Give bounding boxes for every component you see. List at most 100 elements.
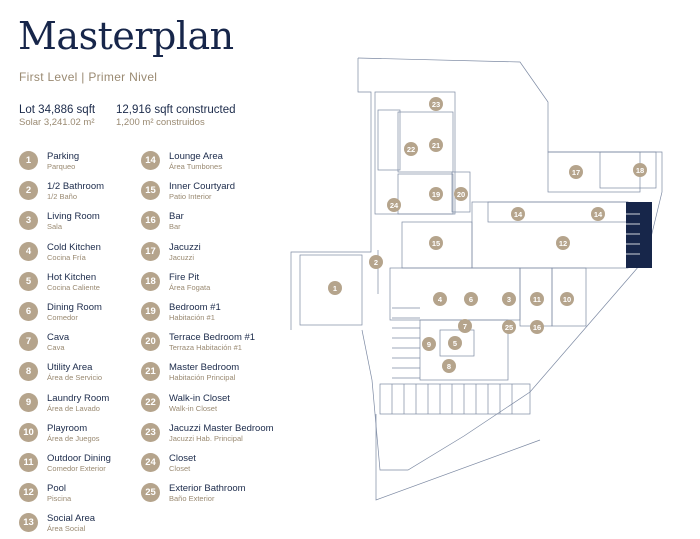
legend-label-en: Cava: [47, 332, 70, 344]
legend-label-en: Closet: [169, 453, 196, 464]
legend-label-en: Utility Area: [47, 362, 93, 374]
legend-label-es: Área Fogata: [169, 282, 211, 292]
legend-label-en: Master Bedroom: [169, 362, 240, 374]
plan-marker-label: 15: [432, 239, 440, 248]
plan-marker: 15: [429, 236, 443, 250]
plan-marker-label: 20: [457, 190, 465, 199]
legend-label-es: Cava: [47, 343, 65, 353]
fire-pit-area: [599, 151, 657, 189]
legend-number-badge: 15: [141, 181, 160, 201]
plan-marker: 5: [448, 336, 462, 350]
legend-number-badge: 1: [19, 151, 38, 170]
legend-label-en: Social Area: [47, 513, 96, 525]
legend-label-en: Dining Room: [47, 302, 102, 313]
plan-marker: 17: [569, 165, 583, 179]
plan-marker: 12: [556, 236, 570, 250]
legend-label-es: Habitación #1: [169, 313, 215, 322]
legend-label-en: Playroom: [47, 422, 88, 434]
plan-marker-label: 8: [447, 362, 451, 371]
plan-marker-label: 23: [432, 100, 440, 109]
plan-marker: 3: [502, 292, 516, 306]
legend-label-en: Bar: [169, 211, 184, 223]
legend-label-es: Patio Interior: [169, 192, 212, 202]
legend-label-en: Terrace Bedroom #1: [169, 332, 256, 344]
legend-number-badge: 12: [19, 483, 38, 503]
plan-marker: 2: [369, 255, 383, 269]
legend-label-es: Área de Servicio: [47, 373, 103, 383]
legend-label-en: Parking: [47, 151, 80, 162]
plan-marker: 24: [387, 198, 401, 212]
plan-marker-label: 21: [432, 141, 440, 150]
site-outline: [290, 58, 372, 330]
plan-marker-label: 6: [469, 295, 473, 304]
legend-label-en: Cold Kitchen: [47, 241, 101, 253]
legend-label-en: 1/2 Bathroom: [47, 181, 105, 193]
legend-label-es: 1/2 Baño: [47, 192, 78, 202]
plan-marker: 22: [404, 142, 418, 156]
legend-label-es: Comedor: [47, 313, 78, 322]
legend-label-es: Área de Lavado: [47, 403, 100, 413]
page-subtitle: First Level | Primer Nivel: [19, 70, 158, 84]
plan-marker: 8: [442, 359, 456, 373]
legend-number-badge: 19: [141, 302, 160, 321]
legend-label-es: Walk-in Closet: [169, 403, 218, 413]
plan-marker: 14: [591, 207, 605, 221]
legend-label-en: Inner Courtyard: [169, 181, 236, 193]
legend-number-badge: 8: [19, 362, 38, 382]
stairs: [392, 307, 420, 379]
legend-label-en: Fire Pit: [169, 271, 200, 283]
terrace-hatch: [391, 384, 513, 414]
lower-terrace: [379, 383, 531, 415]
plan-marker-label: 18: [636, 166, 644, 175]
plan-marker-label: 12: [559, 239, 567, 248]
plan-marker-label: 7: [463, 322, 467, 331]
plan-marker-label: 10: [563, 295, 571, 304]
terrace-area: [451, 171, 471, 213]
legend-number-badge: 13: [19, 513, 38, 533]
plan-marker: 11: [530, 292, 544, 306]
plan-marker: 7: [458, 319, 472, 333]
legend-label-en: Jacuzzi Master Bedroom: [169, 422, 274, 434]
bedroom-1-area: [397, 173, 454, 215]
legend-label-es: Área de Juegos: [47, 433, 100, 443]
master-bedroom-area: [397, 111, 454, 173]
plan-marker-label: 16: [533, 323, 541, 332]
plan-marker-label: 25: [505, 323, 513, 332]
legend-label-en: Living Room: [47, 211, 100, 223]
constructed-area-es: 1,200 m² construidos: [116, 117, 205, 128]
legend-number-badge: 7: [19, 332, 38, 352]
closet-area: [377, 109, 401, 171]
plan-marker: 19: [429, 187, 443, 201]
pool-water: [626, 202, 652, 268]
legend-number-badge: 11: [19, 453, 38, 472]
legend-label-es: Cocina Caliente: [47, 282, 100, 292]
plan-marker: 20: [454, 187, 468, 201]
legend-number-badge: 2: [19, 181, 38, 201]
living-block: [389, 267, 521, 321]
lot-area-en: Lot 34,886 sqft: [19, 104, 96, 116]
plan-marker-label: 19: [432, 190, 440, 199]
plan-marker-label: 2: [374, 258, 378, 267]
legend-number-badge: 14: [141, 151, 160, 170]
pool-lanes: [626, 213, 640, 255]
legend-number-badge: 23: [141, 422, 160, 442]
constructed-area: 12,916 sqft constructed 1,200 m² constru…: [116, 104, 236, 128]
legend-number-badge: 25: [141, 483, 160, 503]
legend-label-es: Área Tumbones: [169, 162, 222, 171]
plan-marker: 23: [429, 97, 443, 111]
kitchen-area: [439, 329, 475, 357]
legend-label-es: Parqueo: [47, 162, 76, 171]
plan-marker-label: 3: [507, 295, 511, 304]
legend-number-badge: 18: [141, 271, 160, 291]
legend-label-es: Sala: [47, 222, 63, 232]
plan-marker-label: 1: [333, 284, 337, 293]
plan-marker-label: 22: [407, 145, 415, 154]
legend-label-en: Jacuzzi: [169, 241, 201, 253]
legend-label-en: Lounge Area: [169, 151, 223, 162]
legend-number-badge: 21: [141, 362, 160, 382]
legend-number-badge: 17: [141, 241, 160, 261]
legend-number-badge: 16: [141, 211, 160, 231]
legend-label-es: Terraza Habitación #1: [169, 343, 242, 353]
plan-marker-label: 24: [390, 201, 399, 210]
